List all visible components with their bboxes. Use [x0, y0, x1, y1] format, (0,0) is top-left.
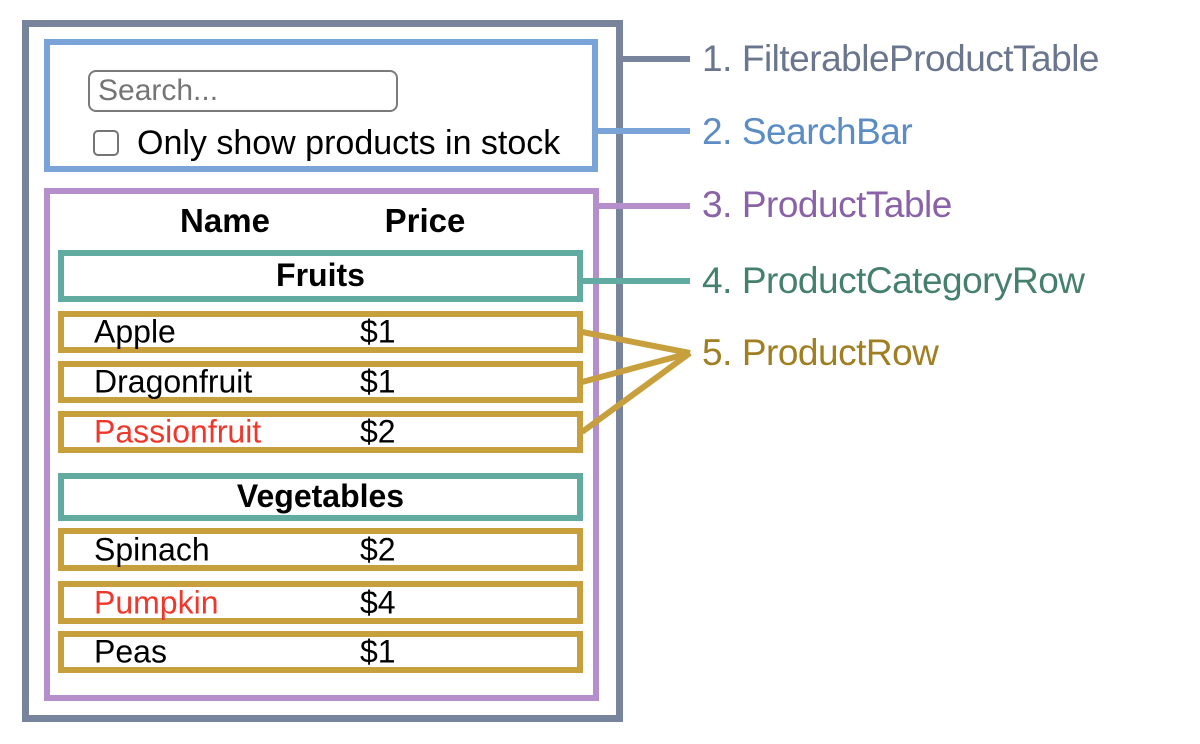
label-product-category-row: 4.ProductCategoryRow	[702, 256, 1085, 306]
category-row-vegetables: Vegetables	[58, 473, 583, 521]
product-name: Pumpkin	[94, 584, 219, 620]
product-price: $1	[360, 313, 396, 350]
label-search-bar: 2.SearchBar	[702, 107, 913, 157]
search-input[interactable]	[88, 70, 398, 112]
category-row-fruits: Fruits	[58, 250, 583, 302]
connector-search-bar	[597, 128, 690, 134]
product-row-apple: Apple $1	[58, 311, 583, 353]
product-name: Peas	[94, 633, 167, 670]
connector-filterable-product-table	[622, 56, 690, 62]
product-row-pumpkin: Pumpkin $4	[58, 581, 583, 624]
product-name: Dragonfruit	[94, 363, 253, 400]
stock-checkbox[interactable]	[93, 130, 119, 156]
column-header-price: Price	[384, 202, 466, 239]
stock-filter-row: Only show products in stock	[93, 124, 560, 162]
connector-product-table	[598, 203, 690, 209]
label-filterable-product-table: 1.FilterableProductTable	[702, 34, 1100, 84]
category-label: Vegetables	[236, 478, 405, 514]
product-row-passionfruit: Passionfruit $2	[58, 411, 583, 453]
product-row-spinach: Spinach $2	[58, 528, 583, 571]
product-name: Passionfruit	[94, 413, 262, 450]
product-price: $1	[360, 633, 396, 670]
label-number: 4.	[702, 260, 732, 301]
label-number: 3.	[702, 184, 732, 225]
product-table-box: Name Price Fruits Apple $1 Dragonfruit $…	[44, 188, 599, 701]
connector-product-rows-fan	[580, 329, 692, 435]
label-text: ProductTable	[741, 184, 952, 225]
label-product-table: 3.ProductTable	[702, 180, 952, 230]
product-row-peas: Peas $1	[58, 631, 583, 673]
label-text: FilterableProductTable	[741, 38, 1100, 79]
product-price: $4	[360, 584, 396, 620]
product-price: $2	[360, 413, 396, 450]
search-bar-box: Only show products in stock	[44, 39, 598, 172]
label-number: 1.	[702, 38, 732, 79]
label-text: SearchBar	[741, 111, 913, 152]
stock-checkbox-label: Only show products in stock	[137, 123, 561, 162]
label-text: ProductRow	[741, 332, 939, 373]
column-header-name: Name	[180, 202, 270, 239]
label-text: ProductCategoryRow	[741, 260, 1085, 301]
product-name: Apple	[94, 313, 176, 350]
product-price: $1	[360, 363, 396, 400]
category-label: Fruits	[276, 257, 365, 293]
product-price: $2	[360, 531, 396, 567]
product-row-dragonfruit: Dragonfruit $1	[58, 361, 583, 403]
label-number: 2.	[702, 111, 732, 152]
connector-product-category-row	[582, 278, 690, 284]
label-product-row: 5.ProductRow	[702, 328, 939, 378]
label-number: 5.	[702, 332, 732, 373]
product-name: Spinach	[94, 531, 210, 567]
